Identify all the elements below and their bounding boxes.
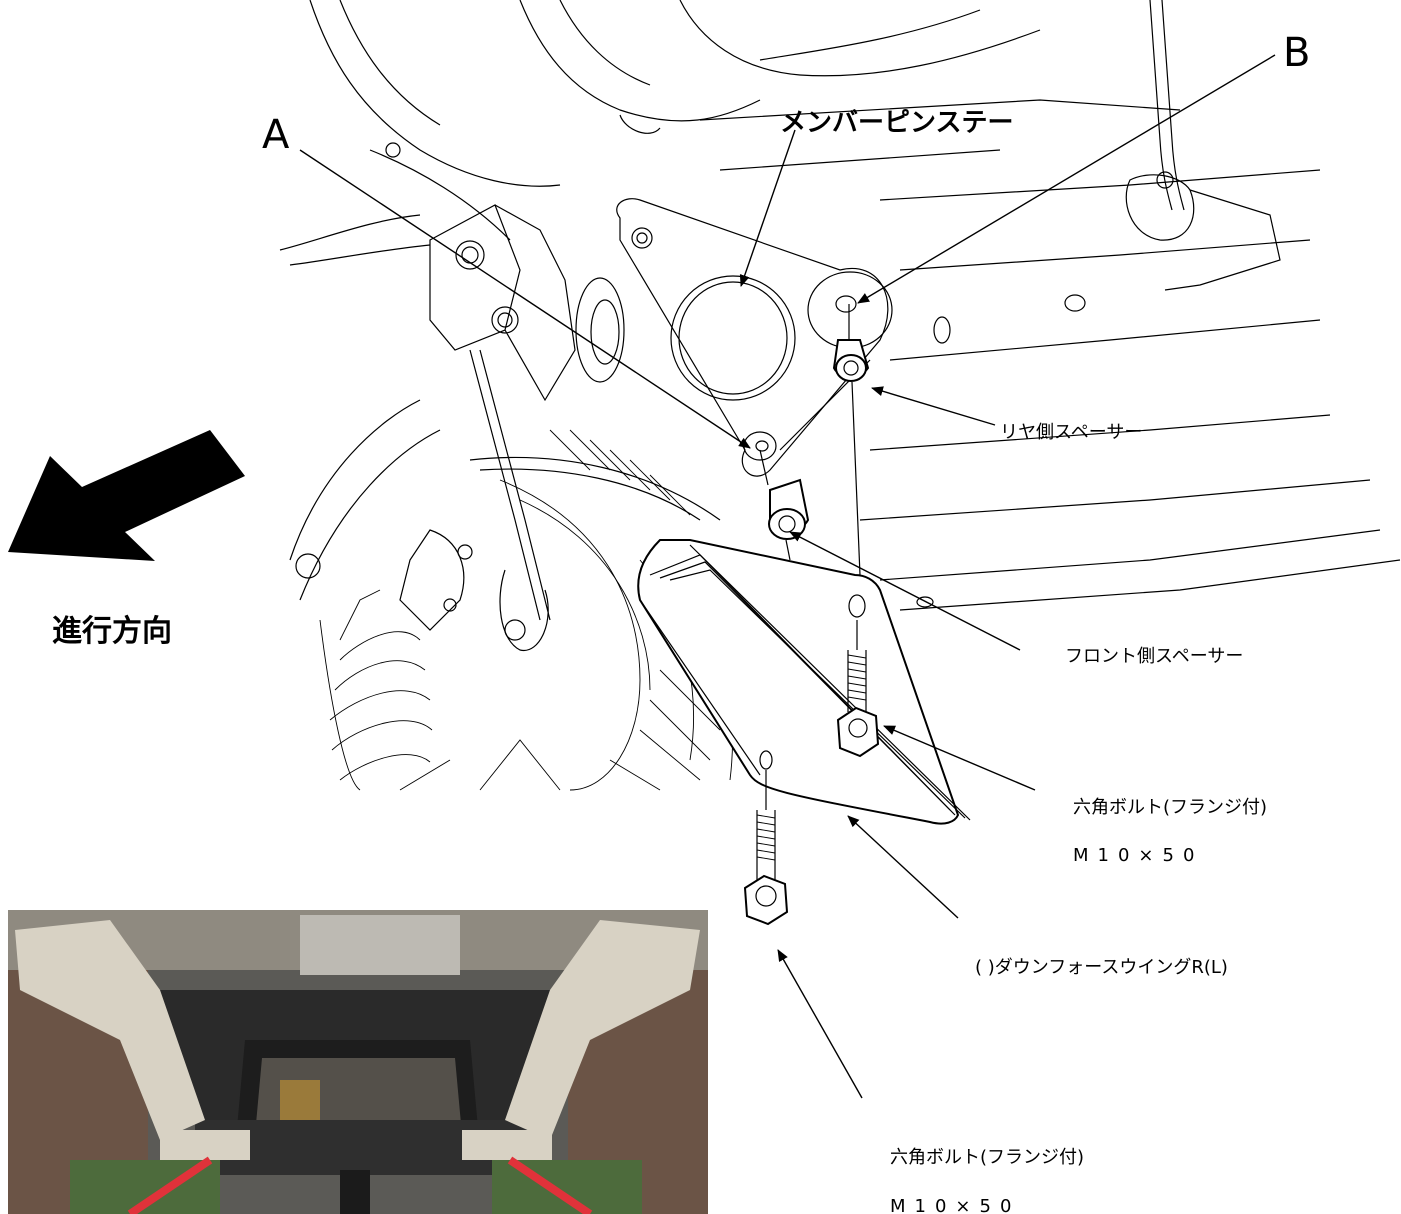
leader-wing — [847, 815, 959, 919]
leader-a — [299, 149, 751, 449]
lower-hex-bolt-part — [743, 770, 789, 926]
leader-lower-bolt — [777, 949, 863, 1099]
hex-bolt-upper-spec: M10×50 — [1073, 845, 1203, 866]
rear-spacer-part — [832, 304, 870, 576]
underbody-line-drawing — [279, 0, 1401, 791]
hex-bolt-lower-label: 六角ボルト(フランジ付) — [890, 1147, 1084, 1168]
leader-rear-spacer — [871, 386, 996, 426]
upper-hex-bolt-part — [836, 620, 880, 758]
hex-bolt-upper-label: 六角ボルト(フランジ付) — [1073, 797, 1267, 818]
downforce-wing-part — [637, 539, 971, 825]
vehicle-underside-photo — [8, 910, 708, 1214]
point-b-label: B — [1283, 30, 1310, 76]
downforce-wing-label: ( )ダウンフォースウイングR(L) — [975, 957, 1228, 978]
point-a-label: A — [262, 112, 290, 158]
leader-member-pin-stay — [739, 129, 796, 287]
hex-bolt-lower-spec: M10×50 — [890, 1196, 1020, 1214]
leader-front-spacer — [789, 531, 1021, 651]
direction-arrow-icon — [8, 430, 245, 561]
leader-upper-bolt — [883, 725, 1036, 791]
front-spacer-part — [759, 449, 810, 561]
direction-label: 進行方向 — [52, 614, 172, 649]
leader-b — [857, 54, 1276, 304]
member-pin-stay-label: メンバーピンステー — [780, 108, 1013, 138]
front-spacer-label: フロント側スペーサー — [1065, 646, 1243, 667]
rear-spacer-label: リヤ側スペーサー — [1000, 422, 1142, 443]
